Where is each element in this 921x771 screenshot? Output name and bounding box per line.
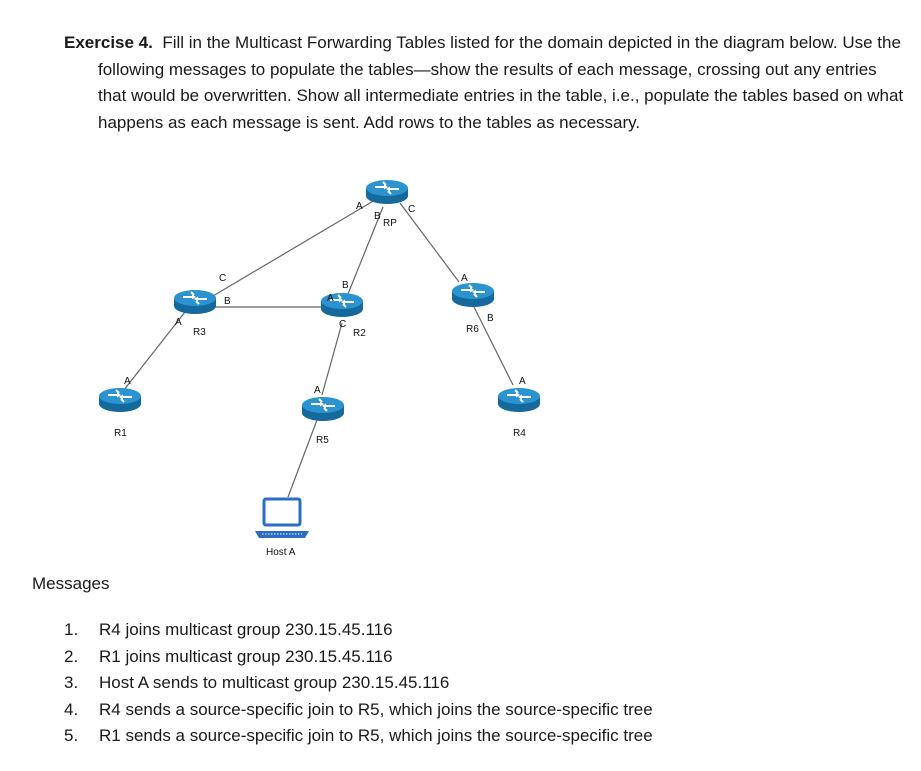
message-item: 4. R4 sends a source-specific join to R5,… — [64, 697, 653, 724]
iface-rp-b: B — [374, 211, 381, 222]
link-r5-host — [287, 419, 318, 498]
link-rp-r6 — [399, 202, 460, 283]
message-number: 5. — [64, 726, 79, 745]
iface-r2-b: B — [342, 280, 349, 291]
iface-r3-c: C — [219, 273, 226, 284]
router-r3 — [173, 289, 217, 315]
router-r4 — [497, 387, 541, 413]
host-a-icon — [255, 497, 309, 538]
message-number: 4. — [64, 699, 79, 719]
rp-label: RP — [383, 218, 397, 229]
router-r6 — [451, 282, 495, 308]
message-item: 2. R1 joins multicast group 230.15.45.116 — [64, 644, 653, 671]
iface-r5-a: A — [314, 385, 321, 396]
exercise-statement: Exercise 4. Fill in the Multicast Forwar… — [64, 30, 909, 136]
router-label-r6: R6 — [466, 324, 479, 335]
links — [119, 199, 514, 498]
iface-r3-b: B — [224, 296, 231, 307]
router-label-r4: R4 — [513, 428, 526, 439]
iface-r3-a: A — [175, 317, 182, 328]
host-label: Host A — [266, 547, 296, 558]
iface-r2-a: A — [327, 293, 334, 304]
iface-r4-a: A — [519, 376, 526, 387]
message-text: R1 sends a source-specific join to R5, w… — [99, 726, 653, 745]
iface-rp-a: A — [356, 201, 363, 212]
message-text: Host A sends to multicast group 230.15.4… — [99, 673, 450, 692]
iface-r1-a: A — [124, 376, 131, 387]
exercise-title: Exercise 4. — [64, 33, 153, 52]
exercise-text: Fill in the Multicast Forwarding Tables … — [98, 33, 904, 132]
message-item: 5. R1 sends a source-specific join to R5,… — [64, 723, 653, 750]
iface-rp-c: C — [408, 204, 415, 215]
iface-r6-b: B — [487, 313, 494, 324]
message-text: R4 sends a source-specific join to R5, w… — [99, 699, 653, 719]
message-text: R1 joins multicast group 230.15.45.116 — [99, 646, 393, 666]
message-number: 3. — [64, 673, 79, 692]
link-r2-rp — [347, 206, 384, 295]
message-number: 2. — [64, 646, 79, 666]
interface-labels: A A B C A B C A B C A B A A — [124, 201, 526, 396]
message-text: R4 joins multicast group 230.15.45.116 — [99, 620, 393, 639]
iface-r2-c: C — [339, 319, 346, 330]
router-label-r3: R3 — [193, 327, 206, 338]
message-number: 1. — [64, 620, 79, 639]
router-rp — [365, 179, 409, 205]
link-r1-r3 — [119, 311, 186, 396]
router-label-r1: R1 — [114, 428, 127, 439]
iface-r6-a: A — [461, 273, 468, 284]
router-labels: R1 R3 R2 R6 R5 R4 RP Host A — [114, 218, 526, 558]
exercise-paragraph: Exercise 4. Fill in the Multicast Forwar… — [64, 30, 909, 136]
router-r5 — [301, 396, 345, 422]
router-r1 — [98, 387, 142, 413]
router-label-r2: R2 — [353, 328, 366, 339]
message-item: 3. Host A sends to multicast group 230.15… — [64, 670, 653, 697]
network-diagram: R1 R3 R2 R6 R5 R4 RP Host A A A B C A B … — [98, 179, 541, 558]
router-label-r5: R5 — [316, 435, 329, 446]
message-item: 1. R4 joins multicast group 230.15.45.116 — [64, 617, 653, 644]
link-r6-r4 — [473, 306, 514, 386]
messages-heading: Messages — [32, 574, 110, 593]
messages-list: 1. R4 joins multicast group 230.15.45.116… — [64, 617, 653, 750]
link-r3-rp — [212, 199, 376, 297]
link-r2-r5 — [321, 322, 343, 396]
